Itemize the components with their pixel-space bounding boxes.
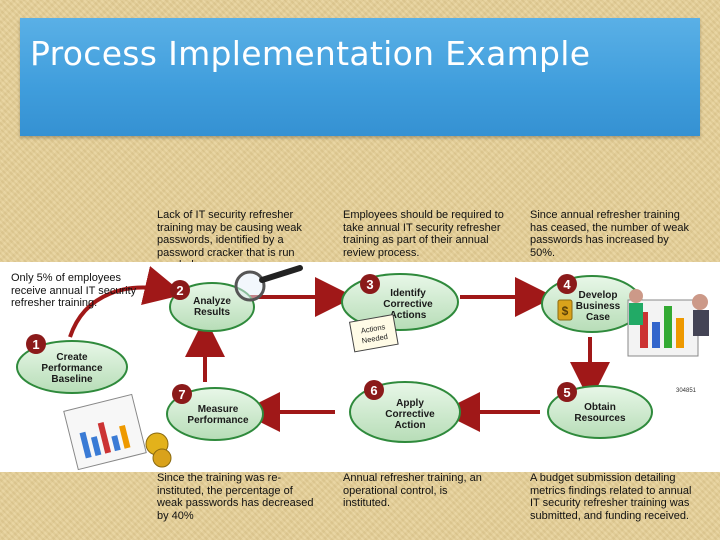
step-6-label-3: Action — [394, 420, 425, 431]
step-3: 3 Identify Corrective Actions — [341, 273, 459, 331]
step-2-number: 2 — [176, 283, 183, 298]
step-7-number: 7 — [178, 387, 185, 402]
note-bottom-right: A budget submission detailing metrics fi… — [530, 472, 692, 522]
step-6: 6 Apply Corrective Action — [349, 380, 461, 443]
note-top-right: Since annual refresher training has ceas… — [530, 209, 689, 259]
slide-title: Process Implementation Example — [30, 34, 591, 73]
step-5-label-1: Obtain — [584, 402, 616, 413]
step-7-label-2: Performance — [187, 415, 249, 426]
actions-needed-note: Actions Needed — [348, 314, 399, 353]
step-7-label-1: Measure — [198, 404, 239, 415]
step-3-number: 3 — [366, 277, 373, 292]
step-5: 5 Obtain Resources — [547, 382, 653, 439]
step-1-label-2: Performance — [41, 363, 103, 374]
step-5-label-2: Resources — [574, 413, 626, 424]
note-bottom-middle: Annual refresher training, an operationa… — [343, 472, 482, 509]
step-1-label-1: Create — [56, 352, 88, 363]
step-4-number: 4 — [563, 277, 571, 292]
step-2: 2 Analyze Results — [169, 265, 303, 332]
step-4: 4 Develop Business Case $ — [541, 274, 643, 333]
step-4-label-3: Case — [586, 312, 610, 323]
image-code: 304851 — [676, 388, 697, 394]
step-6-label-2: Corrective — [385, 409, 435, 420]
step-6-number: 6 — [370, 383, 377, 398]
money-icon: $ — [557, 299, 573, 321]
step-5-number: 5 — [563, 385, 570, 400]
step-4-label-2: Business — [576, 301, 621, 312]
step-1-number: 1 — [32, 337, 39, 352]
step-7: 7 Measure Performance — [166, 384, 264, 441]
title-bar — [20, 18, 700, 136]
step-4-label-1: Develop — [579, 290, 618, 301]
note-left: Only 5% of employees receive annual IT s… — [11, 272, 137, 309]
arrow-1-to-2 — [68, 266, 185, 338]
step-2-label-2: Results — [194, 307, 231, 318]
step-2-label-1: Analyze — [193, 296, 231, 307]
step-3-label-3: Actions — [390, 310, 427, 321]
report-illustration — [63, 393, 172, 471]
magnifier-icon — [234, 265, 303, 302]
cycle-diagram: 1 Create Performance Baseline 2 Analyze … — [0, 262, 720, 472]
sticky-note-line-2: Needed — [361, 332, 388, 345]
step-1: 1 Create Performance Baseline — [16, 334, 128, 394]
step-6-label-1: Apply — [396, 398, 424, 409]
svg-text:$: $ — [562, 304, 569, 318]
note-bottom-left: Since the training was re-instituted, th… — [157, 472, 314, 522]
step-3-label-2: Corrective — [383, 299, 433, 310]
note-top-middle: Employees should be required to take ann… — [343, 209, 504, 259]
step-1-label-3: Baseline — [51, 374, 93, 385]
sticky-note-line-1: Actions — [360, 322, 386, 335]
cycle-arrows — [68, 266, 610, 432]
step-3-label-1: Identify — [390, 288, 426, 299]
business-meeting-illustration: 304851 — [627, 289, 709, 394]
